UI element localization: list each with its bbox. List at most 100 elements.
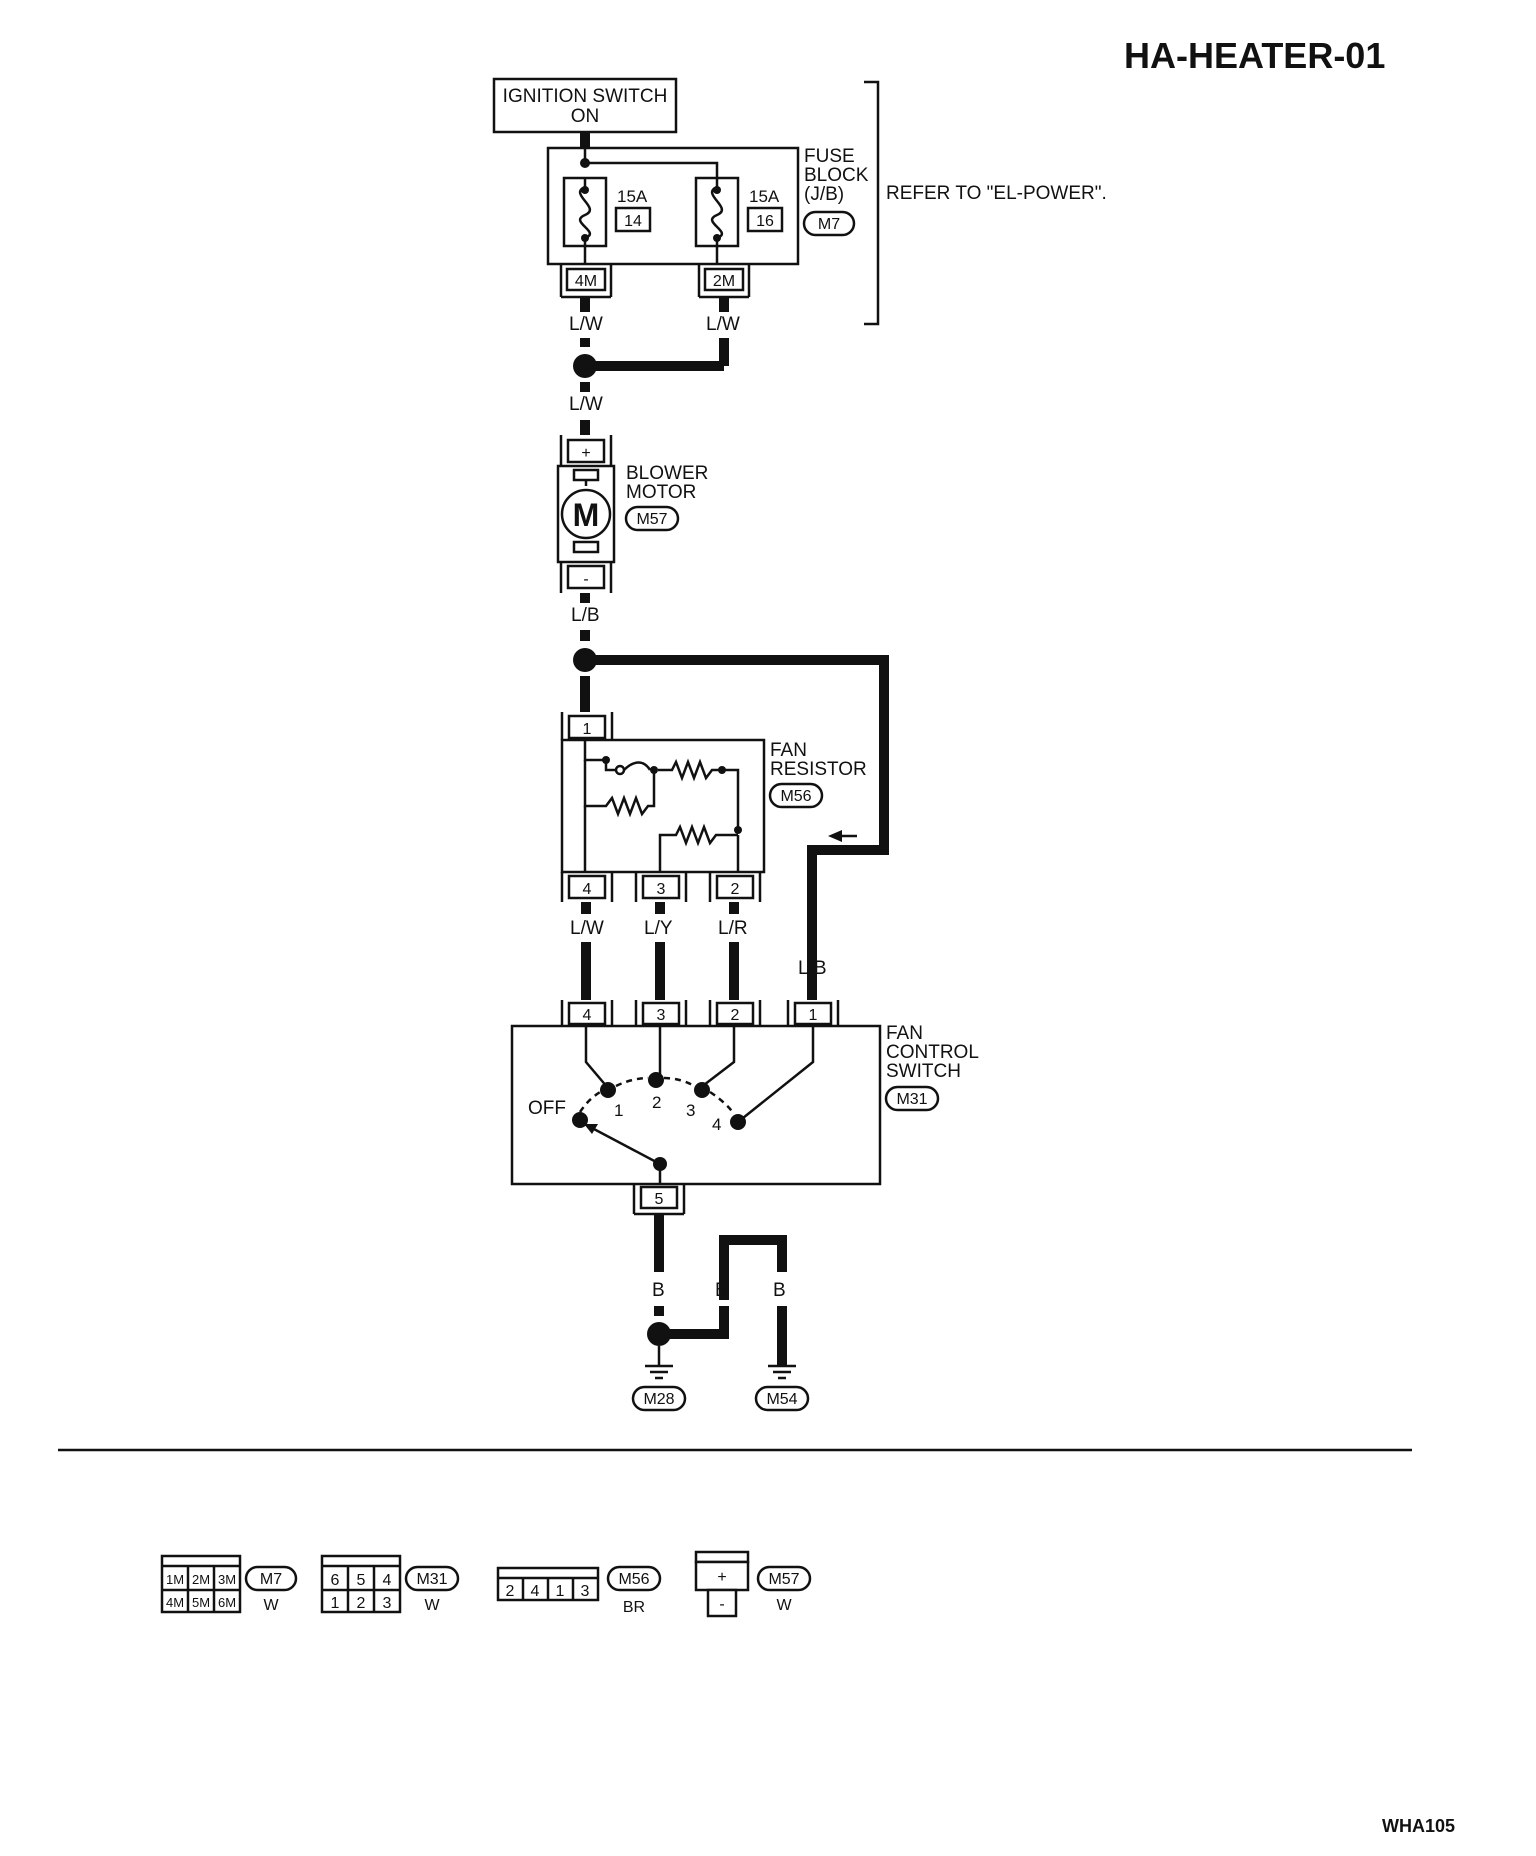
fan-switch-connector: M31 [896, 1091, 927, 1108]
m31-connector: M31 [416, 1571, 447, 1588]
ground-symbol-m54 [768, 1364, 796, 1380]
resistor-r1 [658, 758, 722, 782]
wire-b-loop [719, 1235, 787, 1300]
m31-pin-2: 2 [357, 1595, 366, 1612]
fan-resistor-label-2: RESISTOR [770, 759, 867, 780]
wire-lb-bypass [596, 655, 889, 1000]
splice-lw [573, 354, 597, 378]
wire-label-lw-2: L/W [706, 314, 740, 335]
m7-pin-2m: 2M [192, 1572, 210, 1587]
fuse-block-label-2: BLOCK [804, 165, 869, 186]
fuse-block-connector-badge [802, 210, 856, 237]
m56-color: BR [623, 1599, 645, 1616]
wire-label-lw-1: L/W [569, 314, 603, 335]
terminal-4m: 4M [559, 264, 613, 299]
switch-position-3: 3 [686, 1101, 695, 1120]
fan-resistor-label: FAN [770, 740, 807, 761]
fan-resistor-pin-3: 3 [657, 881, 666, 898]
fan-resistor-pin-1: 1 [583, 721, 592, 738]
ground-m28-badge [631, 1385, 687, 1412]
splice-ground [647, 1322, 671, 1346]
wire-label-b-3: B [773, 1280, 786, 1301]
fan-control-switch: 4 3 2 1 OFF 1 2 3 4 [510, 1000, 882, 1216]
fan-switch-connector-badge [884, 1085, 940, 1112]
m7-pin-4m: 4M [166, 1595, 184, 1610]
m31-pin-3: 3 [383, 1595, 392, 1612]
switch-contact-1 [600, 1082, 616, 1098]
blower-motor: + M - [556, 435, 616, 593]
switch-pin-4: 4 [583, 1007, 592, 1024]
terminal-2m-label: 2M [713, 273, 735, 290]
switch-position-2: 2 [652, 1093, 661, 1112]
switch-contact-3 [694, 1082, 710, 1098]
connector-view-m56: 2 4 1 3 M56 BR [496, 1565, 662, 1616]
m56-pin-2: 2 [506, 1583, 515, 1600]
resistor-r3 [658, 823, 738, 872]
blower-connector-badge [624, 505, 680, 532]
m56-pin-3: 3 [581, 1583, 590, 1600]
blower-minus-terminal: - [583, 571, 588, 588]
switch-pin-2: 2 [731, 1007, 740, 1024]
switch-pin-5: 5 [655, 1191, 664, 1208]
wire-label-b-1: B [652, 1280, 665, 1301]
wire-label-lw-4: L/W [570, 918, 604, 939]
m7-pin-6m: 6M [218, 1595, 236, 1610]
refer-bracket [864, 80, 880, 326]
resistor-terminals: 4 3 2 [560, 872, 762, 902]
m31-pin-1: 1 [331, 1595, 340, 1612]
resistor-r2 [583, 760, 656, 818]
connector-view-m57: + - M57 W [694, 1550, 812, 1618]
m7-pin-1m: 1M [166, 1572, 184, 1587]
m57-color: W [776, 1597, 792, 1614]
fan-resistor-connector-badge [768, 782, 824, 809]
m57-connector: M57 [768, 1571, 799, 1588]
wire-label-lb-2: L/B [798, 958, 827, 979]
m57-pin-minus: - [719, 1596, 724, 1613]
footer-code: WHA105 [1382, 1816, 1455, 1836]
ignition-switch-label: IGNITION SWITCH [503, 86, 668, 107]
fuse-block-label: FUSE [804, 146, 855, 167]
wire-label-lr: L/R [718, 918, 748, 939]
fan-resistor-pin-4: 4 [583, 881, 592, 898]
diagram-title: HA-HEATER-01 [1124, 35, 1385, 76]
fuse-14-amperage: 15A [617, 187, 648, 206]
thermal-fuse [623, 761, 652, 771]
switch-contact-2 [648, 1072, 664, 1088]
switch-position-4: 4 [712, 1115, 721, 1134]
blower-plus-terminal: + [581, 445, 590, 462]
terminal-4m-label: 4M [575, 273, 597, 290]
splice-lb [573, 648, 597, 672]
fan-resistor: 1 [560, 712, 766, 874]
fuse-16-element [710, 185, 724, 240]
fan-resistor-pin-2: 2 [731, 881, 740, 898]
fuse-14-element [578, 185, 592, 240]
m57-pin-plus: + [717, 1569, 726, 1586]
switch-wiper [591, 1126, 661, 1166]
blower-motor-label: BLOWER [626, 463, 708, 484]
m7-pin-3m: 3M [218, 1572, 236, 1587]
m31-pin-4: 4 [383, 1572, 392, 1589]
fuse-block-label-3: (J/B) [804, 184, 844, 205]
flow-arrow-head [828, 830, 842, 842]
m7-color: W [263, 1597, 279, 1614]
switch-pin-3: 3 [657, 1007, 666, 1024]
ignition-switch: IGNITION SWITCH ON [492, 77, 678, 134]
fuse-16-amperage: 15A [749, 187, 780, 206]
wire-label-lb-1: L/B [571, 605, 600, 626]
switch-pin-1: 1 [809, 1007, 818, 1024]
motor-symbol-letter: M [573, 497, 600, 533]
connector-view-m7: 1M 2M 3M 4M 5M 6M M7 W [160, 1554, 298, 1614]
m7-pin-5m: 5M [192, 1595, 210, 1610]
m56-connector: M56 [618, 1571, 649, 1588]
terminal-2m: 2M [697, 264, 751, 299]
switch-contact-4 [730, 1114, 746, 1130]
connector-view-m31: 6 5 4 1 2 3 M31 W [320, 1554, 460, 1614]
m31-color: W [424, 1597, 440, 1614]
fuse-16-number: 16 [756, 213, 774, 230]
switch-position-1: 1 [614, 1101, 623, 1120]
m56-pin-1: 1 [556, 1583, 565, 1600]
m56-pin-4: 4 [531, 1583, 540, 1600]
fuse-block: 15A 14 15A 16 [546, 146, 800, 266]
ground-m54-badge [754, 1385, 810, 1412]
